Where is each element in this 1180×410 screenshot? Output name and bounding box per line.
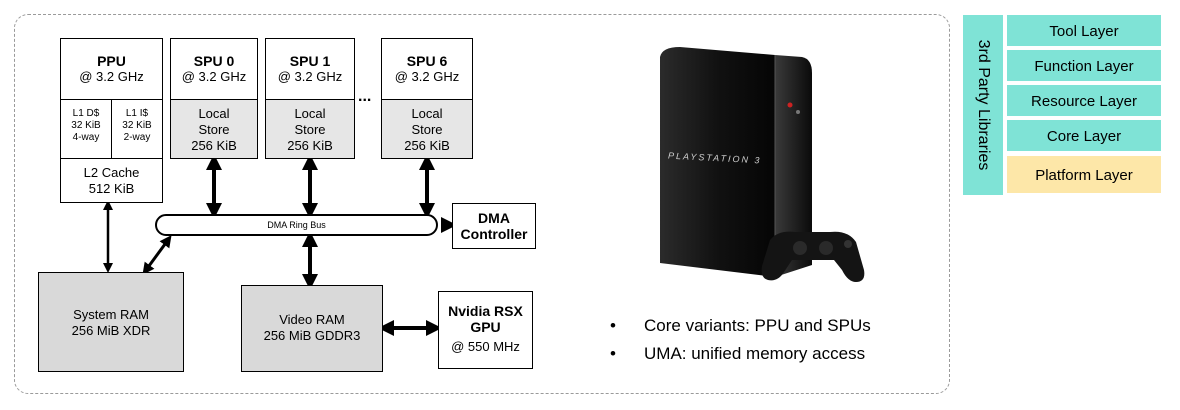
- spu0-store-line3: 256 KiB: [191, 138, 237, 153]
- spu6-store-line1: Local: [411, 106, 443, 121]
- spu0-freq: @ 3.2 GHz: [181, 69, 247, 84]
- spu0-title: SPU 0: [193, 53, 235, 69]
- third-party-libraries-label: 3rd Party Libraries: [975, 39, 992, 171]
- spu6-freq: @ 3.2 GHz: [394, 69, 460, 84]
- spu1-local-store: Local Store 256 KiB: [265, 99, 355, 159]
- third-party-libraries: 3rd Party Libraries: [962, 14, 1004, 196]
- gpu-line3: @ 550 MHz: [451, 339, 520, 354]
- feature-bullets: • Core variants: PPU and SPUs • UMA: uni…: [610, 312, 871, 368]
- spu1-store-line1: Local: [294, 106, 326, 121]
- bullet-item: • UMA: unified memory access: [610, 340, 871, 368]
- ppu-l1-instruction-cache: L1 I$ 32 KiB 2-way: [111, 99, 163, 159]
- dma-ring-bus: DMA Ring Bus: [155, 214, 438, 236]
- spu1-store-line3: 256 KiB: [287, 138, 333, 153]
- vram-size: 256 MiB GDDR3: [263, 328, 361, 343]
- spu0-local-store: Local Store 256 KiB: [170, 99, 258, 159]
- ps3-console-image: PLAYSTATION 3: [640, 45, 880, 300]
- dma-line2: Controller: [460, 226, 528, 242]
- layer-core: Core Layer: [1006, 119, 1162, 152]
- layer-platform: Platform Layer: [1006, 155, 1162, 194]
- ppu-freq: @ 3.2 GHz: [79, 69, 144, 84]
- dma-controller-box: DMA Controller: [452, 203, 536, 249]
- gpu-line2: GPU: [470, 319, 501, 335]
- arrow-bus-sysram: [142, 235, 172, 275]
- dma-line1: DMA: [478, 210, 510, 226]
- l2-size: 512 KiB: [88, 181, 135, 196]
- l2-cache-box: L2 Cache 512 KiB: [60, 158, 163, 203]
- ppu-box: PPU @ 3.2 GHz: [60, 38, 163, 100]
- spu6-store-line2: Store: [411, 122, 443, 137]
- bullet-text: UMA: unified memory access: [644, 344, 866, 363]
- spu0-box: SPU 0 @ 3.2 GHz: [170, 38, 258, 100]
- layer-resource: Resource Layer: [1006, 84, 1162, 117]
- spu6-box: SPU 6 @ 3.2 GHz: [381, 38, 473, 100]
- l1i-line1: L1 I$: [125, 108, 149, 119]
- gpu-line1: Nvidia RSX: [448, 303, 523, 319]
- spu1-title: SPU 1: [289, 53, 331, 69]
- sysram-label: System RAM: [73, 307, 149, 322]
- sysram-size: 256 MiB XDR: [71, 323, 151, 338]
- bullet-dot: •: [610, 316, 616, 335]
- spu0-store-line1: Local: [198, 106, 230, 121]
- spu0-store-line2: Store: [198, 122, 230, 137]
- ppu-title: PPU: [97, 53, 126, 69]
- l1d-line1: L1 D$: [72, 108, 100, 119]
- layer-tool: Tool Layer: [1006, 14, 1162, 47]
- l1i-line2: 32 KiB: [122, 120, 152, 131]
- l1d-line3: 4-way: [72, 132, 100, 143]
- spu6-title: SPU 6: [406, 53, 448, 69]
- spu6-local-store: Local Store 256 KiB: [381, 99, 473, 159]
- spu6-store-line3: 256 KiB: [404, 138, 450, 153]
- spu-ellipsis: ...: [358, 88, 372, 105]
- bullet-text: Core variants: PPU and SPUs: [644, 316, 871, 335]
- bullet-item: • Core variants: PPU and SPUs: [610, 312, 871, 340]
- bullet-dot: •: [610, 344, 616, 363]
- system-ram-box: System RAM 256 MiB XDR: [38, 272, 184, 372]
- vram-label: Video RAM: [279, 312, 345, 327]
- layer-function: Function Layer: [1006, 49, 1162, 82]
- l1i-line3: 2-way: [123, 132, 151, 143]
- spu1-store-line2: Store: [294, 122, 326, 137]
- spu1-freq: @ 3.2 GHz: [277, 69, 343, 84]
- ppu-l1-data-cache: L1 D$ 32 KiB 4-way: [60, 99, 112, 159]
- l1d-line2: 32 KiB: [71, 120, 101, 131]
- diagram-frame: [14, 14, 950, 394]
- l2-label: L2 Cache: [83, 165, 140, 180]
- gpu-box: Nvidia RSX GPU @ 550 MHz: [438, 291, 533, 369]
- spu1-box: SPU 1 @ 3.2 GHz: [265, 38, 355, 100]
- video-ram-box: Video RAM 256 MiB GDDR3: [241, 285, 383, 372]
